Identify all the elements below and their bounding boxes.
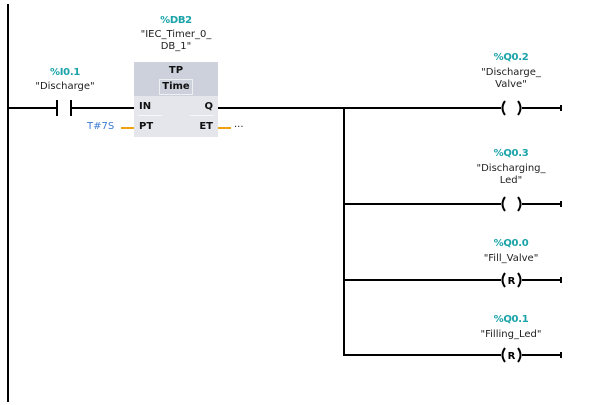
timer-db-address: %DB2 <box>160 15 192 26</box>
coil-name-line1: "Filling_Led" <box>480 329 542 340</box>
contact-name: "Discharge" <box>35 81 95 92</box>
coil-right-paren <box>517 272 522 288</box>
pin-separator <box>190 115 214 116</box>
coil-address: %Q0.1 <box>493 314 529 325</box>
reset-coil-icon[interactable]: R <box>501 347 562 363</box>
coil-address: %Q0.0 <box>493 238 529 249</box>
timer-db-name-line1: "IEC_Timer_0_ <box>140 29 212 40</box>
pin-et: ET <box>199 121 213 132</box>
pin-in: IN <box>139 101 152 112</box>
coil-name-line1: "Discharging_ <box>476 163 546 174</box>
coil-right-paren <box>517 100 522 116</box>
et-value[interactable]: ... <box>234 119 244 130</box>
timer-db-name-line2: DB_1" <box>160 41 192 52</box>
contact-address: %I0.1 <box>50 67 80 78</box>
coil-right-paren <box>517 347 522 363</box>
coil-symbol: R <box>508 276 516 287</box>
pin-separator <box>138 115 162 116</box>
coil-name-line1: "Discharge_ <box>481 67 541 78</box>
coil-symbol: R <box>508 351 516 362</box>
coil-address: %Q0.3 <box>493 148 529 159</box>
pin-q: Q <box>204 101 213 112</box>
timer-type: TP <box>168 65 184 76</box>
coil-address: %Q0.2 <box>493 52 529 63</box>
no-contact-icon[interactable] <box>56 100 72 116</box>
coil-left-paren <box>501 347 506 363</box>
coil-name-line2: Led" <box>499 175 523 186</box>
coil-name-line1: "Fill_Valve" <box>483 253 539 264</box>
coil-icon[interactable] <box>501 196 562 212</box>
pt-value[interactable]: T#7S <box>87 121 115 132</box>
coil-left-paren <box>501 272 506 288</box>
timer-unit[interactable]: Time <box>159 79 193 95</box>
reset-coil-icon[interactable]: R <box>501 272 562 288</box>
pin-pt: PT <box>139 121 154 132</box>
tp-timer-block[interactable]: TP Time IN Q PT ET <box>134 62 218 137</box>
coil-icon[interactable] <box>501 100 562 116</box>
coil-name-line2: Valve" <box>495 79 527 90</box>
coil-right-paren <box>517 196 522 212</box>
coil-left-paren <box>501 100 506 116</box>
coil-left-paren <box>501 196 506 212</box>
